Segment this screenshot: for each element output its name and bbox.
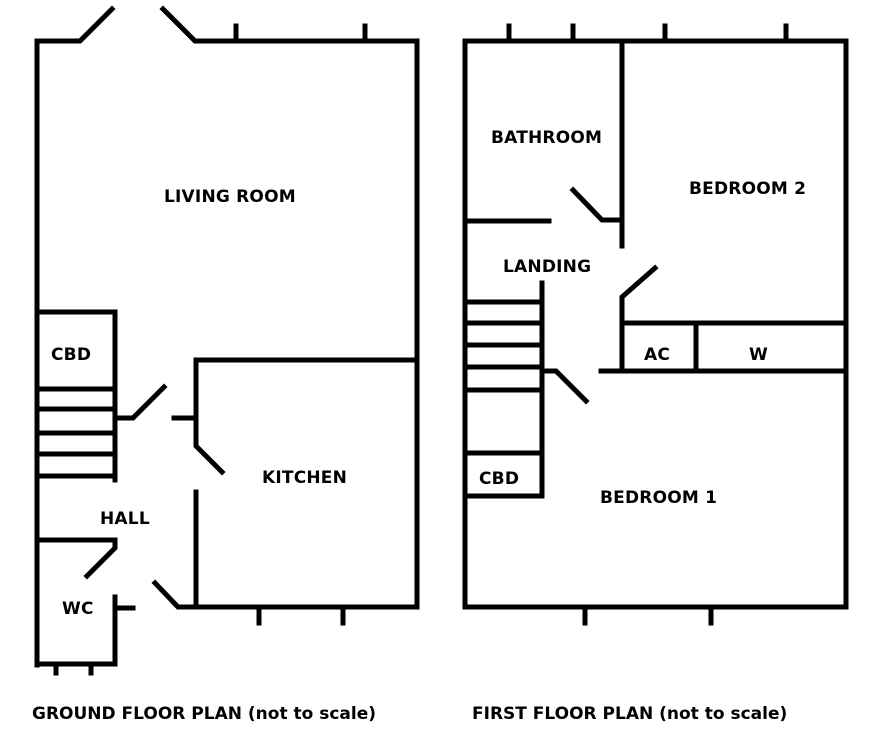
kitchen-bottom-wall [151, 357, 420, 610]
room-label-bedroom-2: BEDROOM 2 [689, 179, 806, 199]
ground-floor-caption: GROUND FLOOR PLAN (not to scale) [32, 704, 376, 724]
room-label-bathroom: BATHROOM [491, 128, 602, 148]
bedroom-2-door [619, 264, 659, 374]
first-floor-plan: BATHROOM BEDROOM 2 LANDING AC W CBD BEDR… [462, 23, 849, 724]
ground-front-door-right [159, 5, 420, 363]
room-label-landing: LANDING [503, 257, 591, 277]
room-label-cbd: CBD [51, 345, 91, 365]
bathroom-door [569, 186, 625, 223]
ground-floor-plan: LIVING ROOM CBD KITCHEN HALL WC GROUND F… [32, 5, 420, 724]
room-label-w: W [749, 345, 768, 365]
room-label-bedroom-1: BEDROOM 1 [600, 488, 717, 508]
room-label-wc: WC [62, 599, 94, 619]
cbd-box [34, 309, 118, 483]
living-room-door [114, 383, 168, 421]
room-label-living-room: LIVING ROOM [164, 187, 296, 207]
ground-top-wall-left [34, 5, 116, 668]
kitchen-top-wall [193, 357, 420, 476]
room-label-cbd: CBD [479, 469, 519, 489]
bedroom-1-door [541, 368, 590, 405]
room-label-kitchen: KITCHEN [262, 468, 347, 488]
wc-right-wall [34, 594, 118, 667]
room-label-hall: HALL [100, 509, 150, 529]
first-floor-caption: FIRST FLOOR PLAN (not to scale) [472, 704, 787, 724]
room-label-ac: AC [644, 345, 670, 365]
wc-top-wall [34, 537, 118, 580]
